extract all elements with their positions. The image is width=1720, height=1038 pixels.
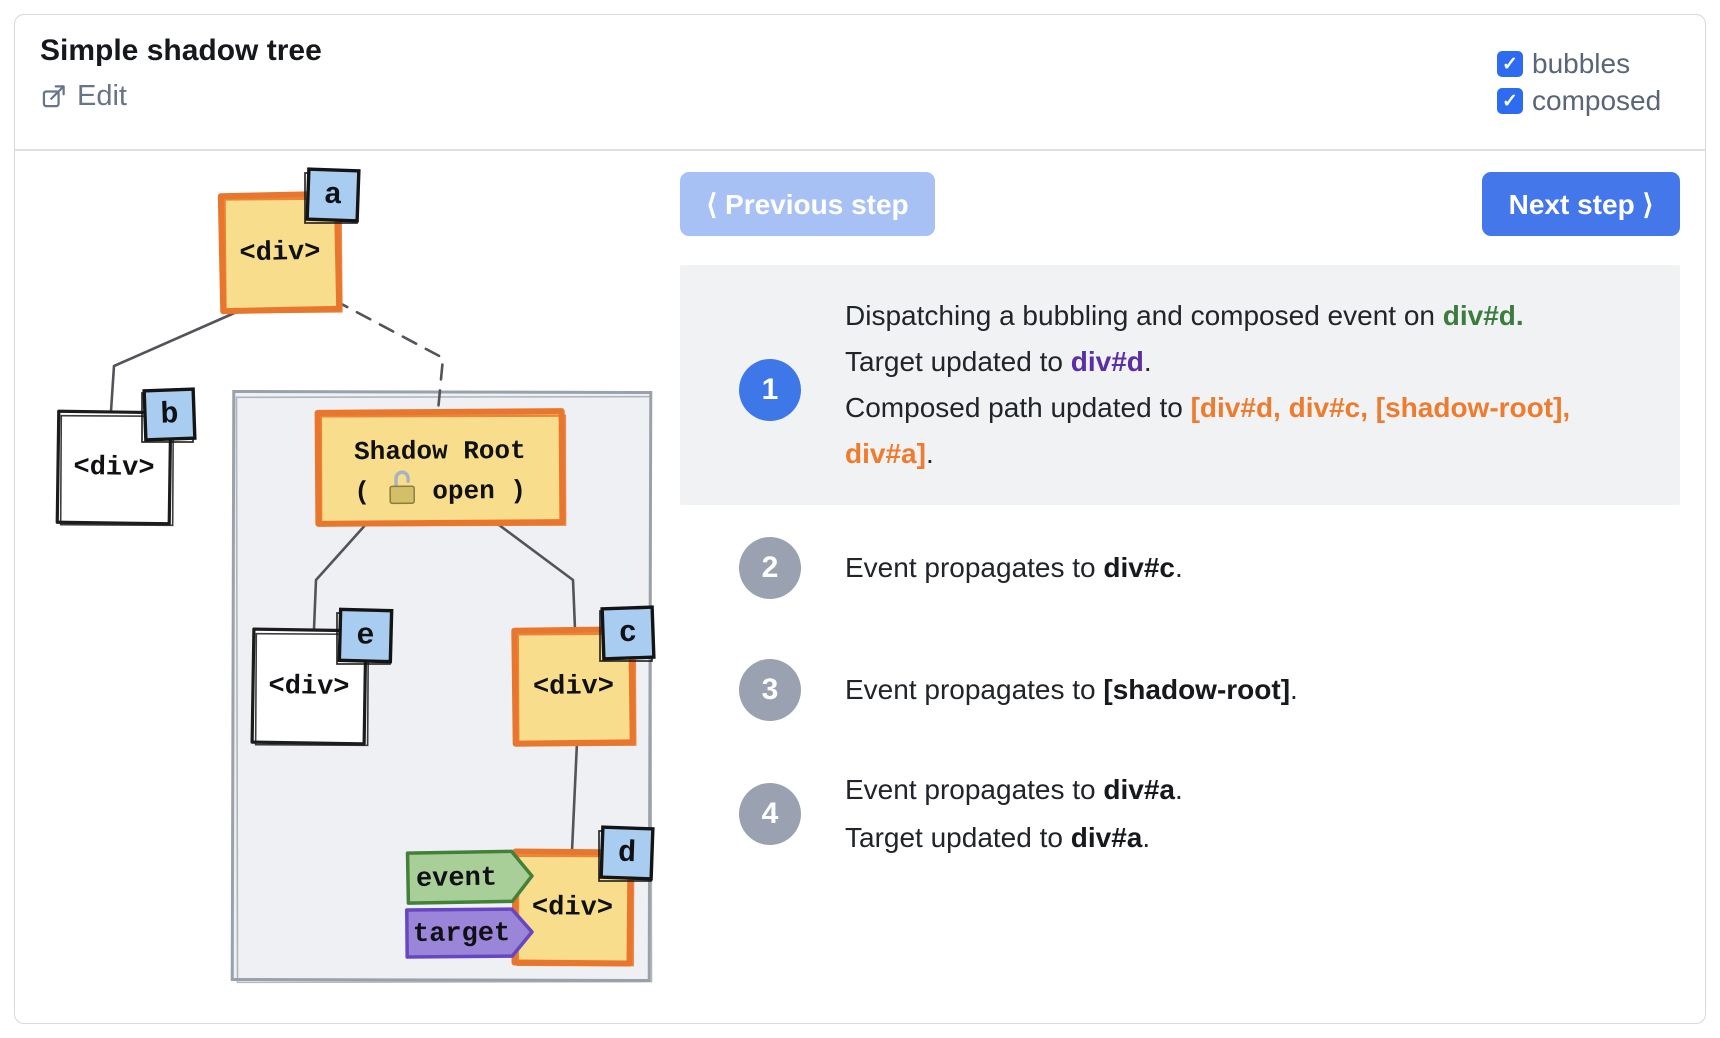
shadow-root-label: Shadow Root [354, 436, 526, 467]
node-a-label: <div> [239, 238, 321, 270]
badge-letter: d [617, 837, 636, 872]
step-row-4: 4 Event propagates to div#a.Target update… [680, 766, 1680, 862]
node-badge-c: c [599, 605, 656, 662]
node-e-label: <div> [268, 672, 349, 703]
checkbox-composed-row: ✓ composed [1497, 85, 1661, 117]
tree-link [312, 520, 370, 631]
step-text: Event propagates to div#a.Target updated… [845, 774, 1183, 853]
step-number-badge: 1 [739, 359, 801, 421]
tree-link [493, 520, 577, 631]
step-text: Event propagates to [shadow-root]. [845, 674, 1298, 705]
node-badge-d: d [598, 825, 655, 882]
edit-label: Edit [77, 80, 127, 112]
step-number-badge: 4 [739, 783, 801, 845]
bubbles-label: bubbles [1532, 48, 1631, 79]
next-step-button[interactable]: Next step ⟩ [1482, 172, 1680, 236]
shadow-attach-link [332, 298, 445, 413]
composed-checkbox[interactable]: ✓ [1497, 88, 1523, 114]
node-badge-e: e [336, 607, 394, 665]
node-b-label: <div> [73, 453, 154, 484]
tree-node-d: <div> [511, 848, 635, 967]
page-title: Simple shadow tree [40, 34, 322, 67]
badge-letter: c [618, 617, 637, 652]
open-lock-icon [389, 470, 415, 505]
badge-letter: b [160, 398, 179, 433]
event-tag: event [405, 849, 534, 905]
step-text: Dispatching a bubbling and composed even… [845, 300, 1571, 469]
shadow-tree-diagram: <div> <div> Shadow Root ( open ) <div> <div> <… [55, 167, 656, 984]
header-divider [15, 149, 1705, 151]
target-tag-label: target [413, 919, 510, 950]
shadow-root-boundary [230, 389, 653, 984]
step-row-2: 2 Event propagates to div#c. [680, 537, 1680, 599]
event-tag-label: event [416, 864, 498, 895]
step-row-1: 1 Dispatching a bubbling and composed eve… [680, 265, 1680, 505]
external-link-icon [42, 85, 65, 108]
badge-letter: a [323, 179, 342, 214]
tree-link [570, 740, 579, 853]
tree-link [109, 305, 250, 413]
previous-step-button[interactable]: ⟨ Previous step [680, 172, 935, 236]
node-badge-a: a [304, 167, 361, 224]
step-number-badge: 3 [739, 659, 801, 721]
checkbox-bubbles-row: ✓ bubbles [1497, 48, 1630, 80]
shadow-root-mode-label: ( open ) [354, 476, 526, 507]
tree-node-sr: Shadow Root ( open ) [314, 408, 567, 527]
step-text: Event propagates to div#c. [845, 552, 1183, 583]
step-row-3: 3 Event propagates to [shadow-root]. [680, 659, 1680, 721]
node-c-label: <div> [533, 672, 614, 703]
node-d-label: <div> [532, 893, 613, 924]
step-number-badge: 2 [739, 537, 801, 599]
target-tag: target [405, 907, 534, 959]
bubbles-checkbox[interactable]: ✓ [1497, 51, 1523, 77]
edit-link[interactable]: Edit [40, 80, 127, 113]
badge-letter: e [356, 619, 375, 653]
composed-label: composed [1532, 85, 1662, 116]
node-badge-b: b [141, 387, 197, 443]
